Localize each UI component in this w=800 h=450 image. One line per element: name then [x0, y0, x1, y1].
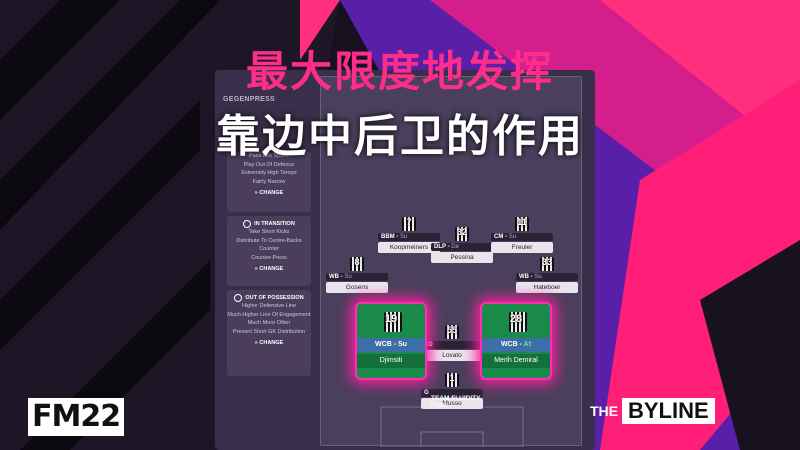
instruction-line: Fairly Narrow: [252, 178, 286, 185]
player-name[interactable]: Djimsiti: [357, 354, 425, 368]
player-name[interactable]: Pessina: [431, 252, 493, 263]
team-fluidity: TEAM FLUIDITY Fluid: [431, 395, 480, 409]
player-name[interactable]: Musso: [421, 398, 483, 409]
player-card[interactable]: 11 CM - Su Freuler: [491, 217, 553, 253]
player-number: 19: [384, 313, 398, 325]
in-possession-section: Pass Into Space Play Out Of Defence Extr…: [227, 152, 311, 212]
defence-icon: [234, 294, 243, 302]
instruction-line: Take Short Kicks: [248, 229, 290, 235]
change-button[interactable]: » CHANGE: [254, 190, 284, 196]
player-card[interactable]: 32 DLP - De Pessina: [431, 227, 493, 263]
player-role[interactable]: BBM - Su: [378, 233, 440, 241]
change-button[interactable]: » CHANGE: [254, 266, 284, 272]
fluidity-label: TEAM FLUIDITY: [431, 395, 481, 402]
player-role[interactable]: G: [421, 389, 483, 397]
change-button[interactable]: » CHANGE: [254, 340, 284, 346]
instruction-line: Counter: [259, 246, 279, 252]
shirt-icon: [509, 312, 527, 332]
player-role[interactable]: CD: [421, 341, 483, 349]
instruction-line: Much More Often: [247, 320, 291, 326]
player-role[interactable]: WCB - Su: [357, 338, 425, 352]
instruction-line: Pass Into Space: [248, 153, 290, 159]
instruction-line: Much Higher Line Of Engagement: [227, 311, 311, 318]
player-name[interactable]: Hateboer: [516, 282, 578, 293]
player-card[interactable]: 7 BBM - Su Koopmeiners: [378, 217, 440, 253]
in-transition-section: IN TRANSITION Take Short Kicks Distribut…: [227, 216, 311, 286]
player-number: 28: [509, 313, 523, 325]
instruction-line: Higher Defensive Line: [241, 303, 297, 309]
instruction-line: Prevent Short GK Distribution: [232, 328, 306, 335]
transition-icon: [243, 220, 252, 228]
player-card[interactable]: 33 WB - Su Hateboer: [516, 257, 578, 293]
fluidity-value[interactable]: Fluid: [431, 402, 447, 409]
player-card[interactable]: 1 G Musso: [421, 373, 483, 409]
headline-line-1: 最大限度地发挥: [245, 47, 554, 96]
instruction-line: Extremely High Tempo: [241, 170, 297, 176]
highlighted-player-right[interactable]: 28 WCB - At Merih Demiral: [480, 302, 552, 380]
section-header: IN TRANSITION: [254, 221, 295, 227]
shirt-icon: 7: [402, 217, 416, 231]
player-role[interactable]: DLP - De: [431, 243, 493, 251]
player-name[interactable]: Gosens: [326, 282, 388, 293]
player-role[interactable]: WCB - At: [482, 338, 550, 352]
player-role[interactable]: WB - Su: [516, 273, 578, 281]
instructions-sidebar: GEGENPRESS Pass Into Space Play Out Of D…: [221, 76, 311, 444]
player-name[interactable]: Koopmeiners: [378, 242, 440, 253]
instruction-line: Distribute To Centre-Backs: [236, 237, 302, 244]
instruction-line: Play Out Of Defence: [243, 161, 295, 168]
shirt-icon: 11: [515, 217, 529, 231]
player-card[interactable]: 55 CD Lovato: [421, 325, 483, 361]
shirt-icon: 55: [445, 325, 459, 339]
player-name[interactable]: Merih Demiral: [482, 354, 550, 368]
shirt-icon: [384, 312, 402, 332]
section-header: OUT OF POSSESSION: [245, 295, 304, 301]
shirt-icon: 32: [455, 227, 469, 241]
out-of-possession-section: OUT OF POSSESSION Higher Defensive Line …: [227, 290, 311, 376]
fm22-logo: FM22: [28, 398, 125, 436]
shirt-icon: 33: [540, 257, 554, 271]
shirt-icon: 8: [350, 257, 364, 271]
highlighted-player-left[interactable]: 19 WCB - Su Djimsiti: [355, 302, 427, 380]
pitch: 7 BBM - Su Koopmeiners 32 DLP - De Pessi…: [320, 76, 582, 447]
player-card[interactable]: 8 WB - Su Gosens: [326, 257, 388, 293]
player-role[interactable]: WB - Su: [326, 273, 388, 281]
shirt-icon: 1: [445, 373, 459, 387]
byline-logo: THE BYLINE: [590, 398, 715, 424]
tactic-style-label[interactable]: GEGENPRESS: [223, 96, 276, 103]
player-name[interactable]: Freuler: [491, 242, 553, 253]
player-name[interactable]: Lovato: [421, 350, 483, 361]
tactics-panel: GEGENPRESS Pass Into Space Play Out Of D…: [215, 70, 595, 450]
instruction-line: Counter-Press: [251, 254, 287, 261]
player-role[interactable]: CM - Su: [491, 233, 553, 241]
headline-line-2: 靠边中后卫的作用: [216, 111, 584, 162]
